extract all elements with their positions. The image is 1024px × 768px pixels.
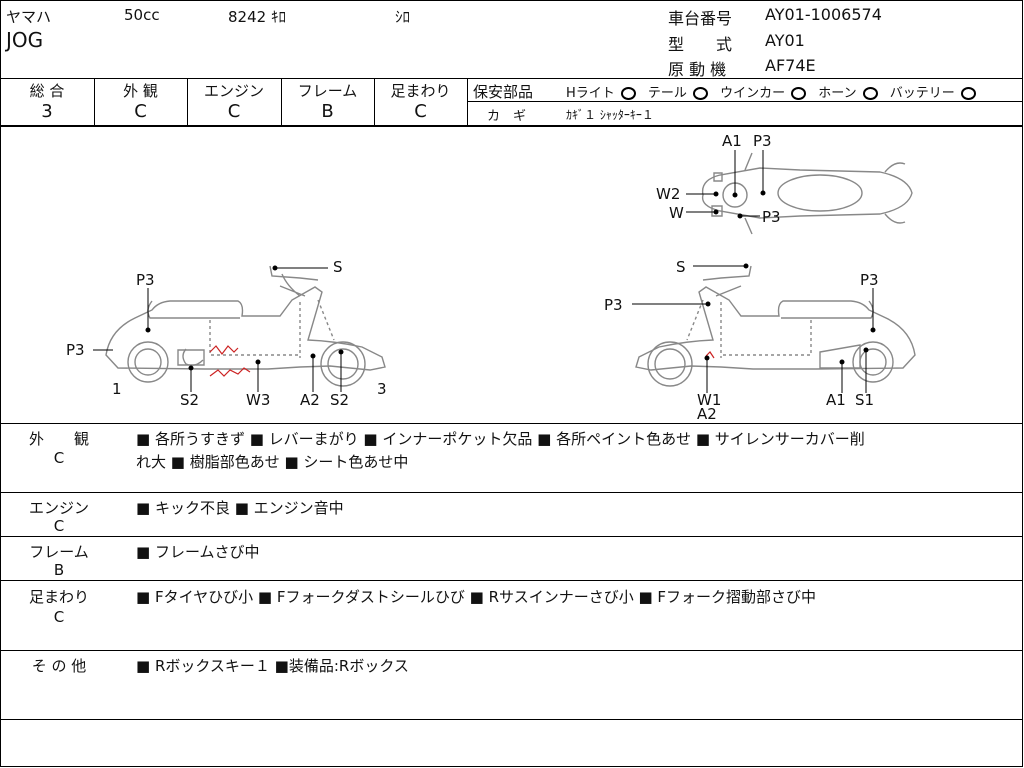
note-text-other: ■ Rボックスキー１ ■装備品:Rボックス <box>136 657 409 675</box>
diagram-label: A2 <box>300 391 320 409</box>
note-label-suspension: 足まわり <box>28 588 89 606</box>
note-label-frame: フレーム <box>29 543 89 561</box>
note-grade-frame: B <box>53 561 65 579</box>
safety-items: Hライト テール ウインカー ホーン バッテリー <box>566 82 984 101</box>
grade-value-frame: B <box>321 101 334 122</box>
rule <box>0 536 1022 537</box>
key-value: ｶｷﾞ１ ｼｬｯﾀｰｷｰ１ <box>566 108 654 122</box>
rule <box>94 78 95 125</box>
model-name: JOG <box>6 28 44 52</box>
leader-lines <box>93 150 876 393</box>
diagram-label: S1 <box>855 391 875 409</box>
damage-marks <box>209 345 715 377</box>
rule <box>0 492 1022 493</box>
diagram-label: S <box>676 258 686 276</box>
diagram-label: A2 <box>697 405 717 423</box>
diagram-label: S <box>333 258 343 276</box>
note-grade-exterior: C <box>53 449 65 467</box>
rule <box>0 78 1022 79</box>
rule <box>0 125 1022 127</box>
diagram-label: W2 <box>656 185 681 203</box>
rule <box>467 101 1022 102</box>
diagram-label: P3 <box>136 271 155 289</box>
grade-value-exterior: C <box>134 101 147 122</box>
note-text-exterior-2: れ大 ■ 樹脂部色あせ ■ シート色あせ中 <box>136 453 409 471</box>
safety-item-tail: テール <box>647 86 687 101</box>
diagram-label: 3 <box>377 380 387 398</box>
diagram-label: W <box>669 204 684 222</box>
diagram-label: S2 <box>180 391 200 409</box>
grade-label-suspension: 足まわり <box>390 82 451 100</box>
grade-value-engine: C <box>227 101 241 122</box>
diagram-label: 1 <box>112 380 122 398</box>
grade-value-overall: 3 <box>41 101 53 122</box>
chassis-value: AY01-1006574 <box>765 5 882 24</box>
note-text-suspension: ■ Fタイヤひび小 ■ Fフォークダストシールひび ■ Rサスインナーさび小 ■… <box>136 588 817 606</box>
rule <box>187 78 188 125</box>
ok-circle-icon <box>862 87 878 100</box>
ok-circle-icon <box>791 87 807 100</box>
type-value: AY01 <box>765 31 805 50</box>
diagram-label: W3 <box>246 391 271 409</box>
type-label: 型 式 <box>668 35 733 54</box>
grade-label-engine: エンジン <box>203 82 264 100</box>
rule <box>0 580 1022 581</box>
diagram-label: P3 <box>604 296 623 314</box>
rule <box>281 78 282 125</box>
safety-item-headlight: Hライト <box>566 86 615 101</box>
diagram-label: P3 <box>762 208 781 226</box>
note-label-exterior: 外 観 <box>28 430 89 448</box>
diagram-label: P3 <box>753 132 772 150</box>
note-text-frame: ■ フレームさび中 <box>136 543 260 561</box>
rule <box>0 650 1022 651</box>
diagram-label: P3 <box>860 271 879 289</box>
diagram-label: S2 <box>330 391 350 409</box>
safety-item-battery: バッテリー <box>889 86 955 101</box>
damage-diagram <box>93 150 916 393</box>
note-label-other: そ の 他 <box>31 657 87 675</box>
grade-label-overall: 総 合 <box>29 82 65 100</box>
note-label-engine: エンジン <box>28 499 89 517</box>
engine-label: 原 動 機 <box>668 60 727 79</box>
grade-value-suspension: C <box>414 101 427 122</box>
rule <box>467 78 468 125</box>
chassis-label: 車台番号 <box>668 9 733 28</box>
engine-value: AF74E <box>765 56 816 75</box>
safety-item-horn: ホーン <box>818 86 857 101</box>
note-text-exterior-1: ■ 各所うすきず ■ レバーまがり ■ インナーポケット欠品 ■ 各所ペイント色… <box>136 430 865 448</box>
note-text-engine: ■ キック不良 ■ エンジン音中 <box>136 499 344 517</box>
rule <box>0 423 1022 424</box>
key-label: カ ギ <box>487 109 527 124</box>
ok-circle-icon <box>960 87 976 100</box>
displacement: 50cc <box>124 6 160 24</box>
color: ｼﾛ <box>395 8 411 26</box>
diagram-label: A1 <box>722 132 742 150</box>
ok-circle-icon <box>692 87 708 100</box>
note-grade-engine: C <box>53 517 65 535</box>
rule <box>0 719 1022 720</box>
scooter-right-view-drawing <box>635 265 916 387</box>
diagram-label: A1 <box>826 391 846 409</box>
diagram-label: P3 <box>66 341 85 359</box>
safety-label: 保安部品 <box>473 83 534 101</box>
diagram-label: W1 <box>697 391 722 409</box>
rule <box>374 78 375 125</box>
mileage: 8242 ｷﾛ <box>228 8 286 26</box>
ok-circle-icon <box>620 87 636 100</box>
grade-label-exterior: 外 観 <box>123 82 158 100</box>
grade-label-frame: フレーム <box>297 82 358 100</box>
safety-item-winker: ウインカー <box>720 86 786 101</box>
maker: ヤマハ <box>6 8 52 26</box>
note-grade-suspension: C <box>53 608 65 626</box>
